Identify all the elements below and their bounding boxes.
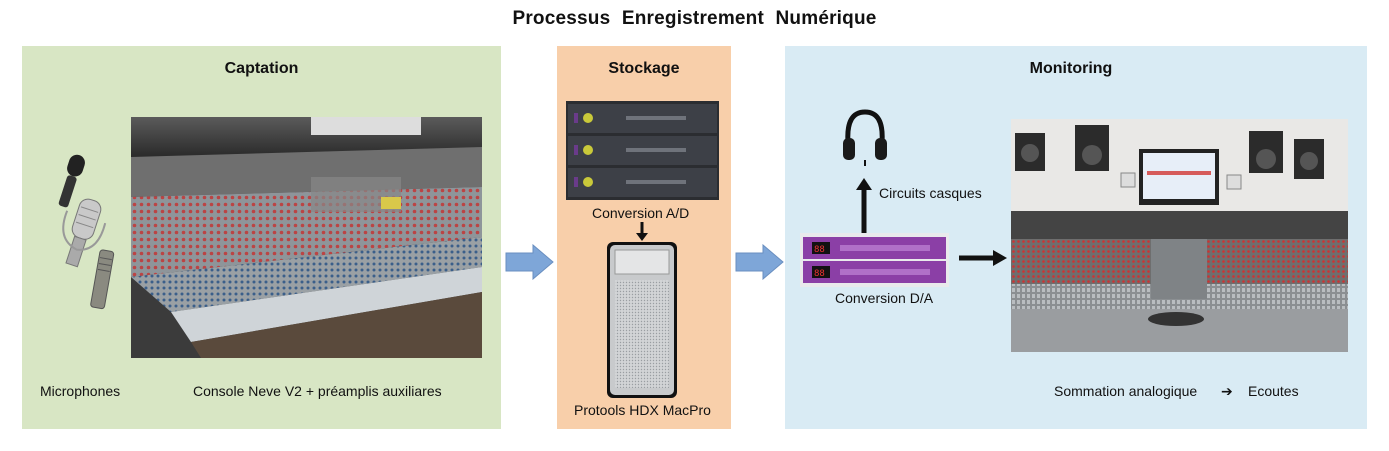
flow-arrow-icon xyxy=(505,244,554,280)
audio-interface-photo xyxy=(566,101,719,200)
down-arrow-icon xyxy=(636,222,648,241)
microphone-icon xyxy=(58,154,85,208)
conversion-da-label: Conversion D/A xyxy=(835,290,934,306)
monitoring-panel: Monitoring Circuits casques 88 88 Conver… xyxy=(785,46,1367,429)
monitoring-title: Monitoring xyxy=(1029,60,1113,77)
conversion-ad-label: Conversion A/D xyxy=(592,205,690,221)
headphones-icon xyxy=(843,109,887,166)
stockage-panel: Stockage Conversion A/D Protools HDX xyxy=(557,46,731,429)
mac-pro-photo xyxy=(607,242,677,398)
diagram-title: Processus Enregistrement Numérique xyxy=(512,8,877,29)
flow-arrow-glyph: ➔ xyxy=(1221,383,1233,399)
svg-text:88: 88 xyxy=(814,245,825,255)
protools-label: Protools HDX MacPro xyxy=(574,402,711,418)
stockage-title: Stockage xyxy=(608,60,680,77)
svg-text:88: 88 xyxy=(814,269,825,279)
microphone-icon xyxy=(90,249,115,310)
microphone-icon xyxy=(62,198,107,268)
studio-monitor-photo xyxy=(1011,119,1348,352)
captation-panel: Captation xyxy=(22,46,501,429)
captation-title: Captation xyxy=(224,60,299,77)
audio-interface-photo: 88 88 xyxy=(800,233,949,287)
flow-arrow-icon xyxy=(735,244,784,280)
headphones-label: Circuits casques xyxy=(879,185,982,201)
listening-label: Ecoutes xyxy=(1248,383,1299,399)
up-arrow-icon xyxy=(856,178,872,234)
console-label: Console Neve V2 + préamplis auxiliares xyxy=(193,383,442,399)
summation-label: Sommation analogique xyxy=(1054,383,1198,399)
microphones-photo xyxy=(58,154,115,310)
right-arrow-icon xyxy=(959,250,1007,266)
microphones-label: Microphones xyxy=(40,383,121,399)
mixing-console-photo xyxy=(131,117,482,358)
